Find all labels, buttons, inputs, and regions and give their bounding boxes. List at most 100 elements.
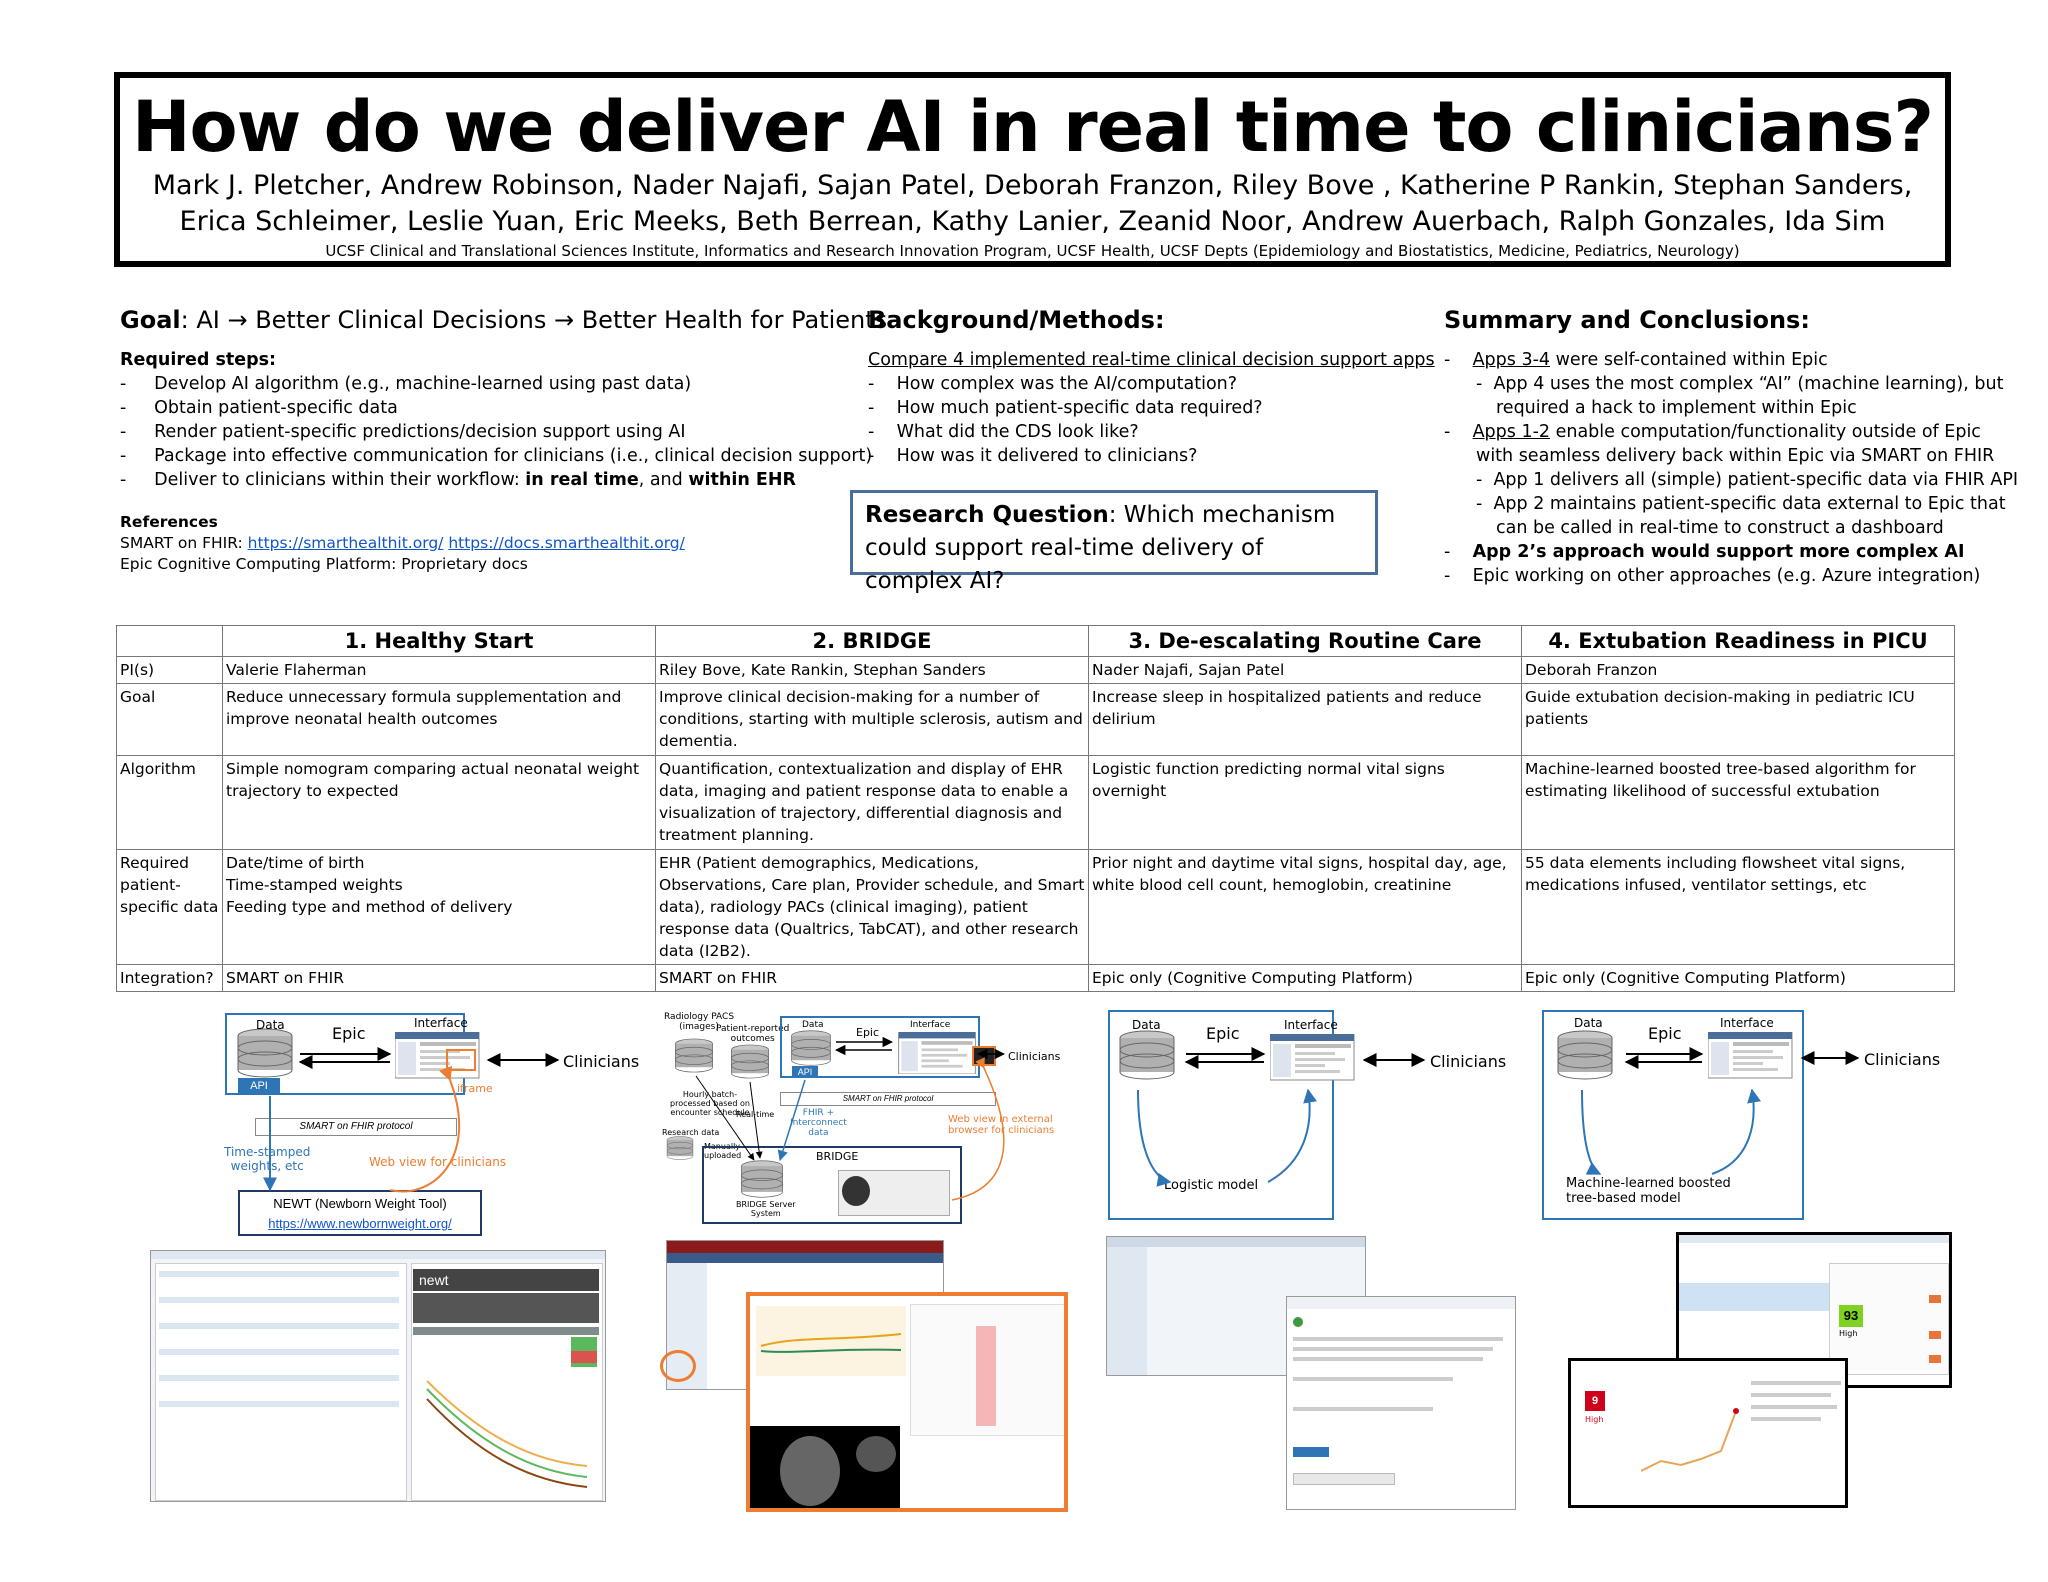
step-item: - Package into effective communication f… <box>120 446 873 466</box>
newt-link[interactable]: https://www.newbornweight.org/ <box>268 1216 452 1231</box>
authors-line-1: Mark J. Pletcher, Andrew Robinson, Nader… <box>152 170 1913 201</box>
diagram-bridge: Radiology PACS (images) Patient-reported… <box>662 1010 1062 1232</box>
poster-title: How do we deliver AI in real time to cli… <box>131 86 1934 168</box>
timestamped-label: Time-stamped weights, etc <box>224 1145 311 1173</box>
title-box: How do we deliver AI in real time to cli… <box>114 72 1951 267</box>
table-cell: SMART on FHIR <box>655 964 1089 992</box>
pacs-label: Radiology PACS (images) <box>664 1012 735 1032</box>
table-header: 4. Extubation Readiness in PICU <box>1521 625 1955 657</box>
interface-thumbnail <box>1270 1034 1355 1081</box>
background-item: - How complex was the AI/computation? <box>868 374 1238 394</box>
fhir-label: FHIR + Interconnect data <box>790 1108 847 1138</box>
summary-list: - Apps 3-4 were self-contained within Ep… <box>1444 348 2018 588</box>
table-cell: Epic only (Cognitive Computing Platform) <box>1088 964 1522 992</box>
research-database-icon <box>666 1136 694 1160</box>
step-item: - Render patient-specific predictions/de… <box>120 422 686 442</box>
trajectory-chart <box>756 1306 906 1376</box>
data-label: Data <box>1132 1018 1161 1032</box>
epic-label: Epic <box>1206 1024 1240 1043</box>
outcomes-database-icon <box>731 1044 769 1079</box>
table-cell: Improve clinical decision-making for a n… <box>655 683 1089 756</box>
highlight-circle <box>660 1350 696 1382</box>
table-cell: Epic only (Cognitive Computing Platform) <box>1521 964 1955 992</box>
summary-item: - App 2 maintains patient-specific data … <box>1476 494 2006 514</box>
api-badge: API <box>238 1078 280 1094</box>
table-row: Goal Reduce unnecessary formula suppleme… <box>116 683 1955 756</box>
apps-comparison-table: 1. Healthy Start 2. BRIDGE 3. De-escalat… <box>116 625 1955 992</box>
interface-thumbnail <box>395 1032 480 1079</box>
goal-heading: Goal: AI → Better Clinical Decisions → B… <box>120 306 888 334</box>
summary-item: - App 4 uses the most complex “AI” (mach… <box>1476 374 2004 394</box>
bridge-dashboard-screenshot <box>746 1292 1068 1512</box>
background-heading: Background/Methods: <box>868 306 1165 334</box>
database-icon <box>1557 1030 1613 1080</box>
summary-item: - Epic working on other approaches (e.g.… <box>1444 566 1981 586</box>
table-cell: Prior night and daytime vital signs, hos… <box>1088 849 1522 965</box>
table-cell: Valerie Flaherman <box>222 656 656 684</box>
model-label: Machine-learned boosted tree-based model <box>1566 1176 1731 1206</box>
table-cell: Increase sleep in hospitalized patients … <box>1088 683 1522 756</box>
extubation-score-badge: 93 <box>1839 1305 1863 1327</box>
background-item: - How was it delivered to clinicians? <box>868 446 1198 466</box>
table-cell: Logistic function predicting normal vita… <box>1088 755 1522 850</box>
diagram-deescalating: Data Epic Interface Clinicians Logistic … <box>1108 1010 1508 1224</box>
data-label: Data <box>802 1020 824 1030</box>
model-label: Logistic model <box>1164 1178 1259 1193</box>
interface-label: Interface <box>910 1020 951 1030</box>
table-cell: Quantification, contextualization and di… <box>655 755 1089 850</box>
summary-item: - App 1 delivers all (simple) patient-sp… <box>1476 470 2019 490</box>
summary-item: can be called in real-time to construct … <box>1496 518 1944 538</box>
step-item: - Develop AI algorithm (e.g., machine-le… <box>120 374 692 394</box>
goal-section: Goal: AI → Better Clinical Decisions → B… <box>120 306 887 575</box>
diagram-extubation: Data Epic Interface Clinicians Machine-l… <box>1542 1010 1962 1224</box>
smarthealthit-link[interactable]: https://smarthealthit.org/ <box>247 534 444 552</box>
summary-item: required a hack to implement within Epic <box>1496 398 1857 418</box>
epic-label: Epic <box>856 1026 880 1039</box>
summary-item: with seamless delivery back within Epic … <box>1476 446 1995 466</box>
steps-heading: Required steps: <box>120 350 277 370</box>
interface-thumbnail <box>898 1032 976 1074</box>
database-icon <box>1119 1030 1175 1080</box>
step-item: - Deliver to clinicians within their wor… <box>120 470 796 490</box>
research-label: Research data <box>662 1128 720 1137</box>
clinicians-label: Clinicians <box>1430 1052 1507 1071</box>
clinicians-label: Clinicians <box>1864 1050 1941 1069</box>
docs-smarthealthit-link[interactable]: https://docs.smarthealthit.org/ <box>448 534 685 552</box>
table-row: Integration? SMART on FHIR SMART on FHIR… <box>116 964 1955 992</box>
bridge-label: BRIDGE <box>816 1150 859 1163</box>
clinicians-label: Clinicians <box>563 1052 640 1071</box>
epic-box <box>1108 1010 1334 1220</box>
risk-score-badge: 9 <box>1585 1391 1605 1411</box>
interface-label: Interface <box>1284 1018 1338 1032</box>
table-header: 2. BRIDGE <box>655 625 1089 657</box>
references-heading: References <box>120 513 218 531</box>
row-label: PI(s) <box>116 656 223 684</box>
database-icon <box>237 1028 293 1078</box>
weight-nomogram <box>417 1371 597 1495</box>
background-section: Background/Methods: Compare 4 implemente… <box>868 306 1435 468</box>
table-row: Algorithm Simple nomogram comparing actu… <box>116 755 1955 850</box>
table-cell: Guide extubation decision-making in pedi… <box>1521 683 1955 756</box>
api-badge: API <box>792 1066 818 1078</box>
table-cell: Reduce unnecessary formula supplementati… <box>222 683 656 756</box>
risk-trend-chart <box>1641 1408 1739 1472</box>
risk-level: High <box>1585 1415 1604 1424</box>
clinicians-label: Clinicians <box>1008 1050 1061 1063</box>
webview-label: Web view in external browser for clinici… <box>948 1114 1055 1136</box>
affiliation: UCSF Clinical and Translational Sciences… <box>325 242 1740 260</box>
row-label: Algorithm <box>116 755 223 850</box>
reference-epic: Epic Cognitive Computing Platform: Propr… <box>120 555 528 573</box>
reference-smart: SMART on FHIR: https://smarthealthit.org… <box>120 534 685 552</box>
epic-label: Epic <box>1648 1024 1682 1043</box>
background-subheading: Compare 4 implemented real-time clinical… <box>868 350 1435 370</box>
protocol-box: SMART on FHIR protocol <box>780 1092 996 1106</box>
extubation-detail-screenshot: 9 High <box>1568 1358 1848 1508</box>
table-header: 3. De-escalating Routine Care <box>1088 625 1522 657</box>
table-header: 1. Healthy Start <box>222 625 656 657</box>
background-list: Compare 4 implemented real-time clinical… <box>868 348 1435 468</box>
epic-label: Epic <box>332 1024 366 1043</box>
newt-box: NEWT (Newborn Weight Tool) https://www.n… <box>238 1190 482 1236</box>
row-label: Goal <box>116 683 223 756</box>
webview-label: Web view for clinicians <box>369 1155 507 1169</box>
database-icon <box>791 1030 831 1066</box>
